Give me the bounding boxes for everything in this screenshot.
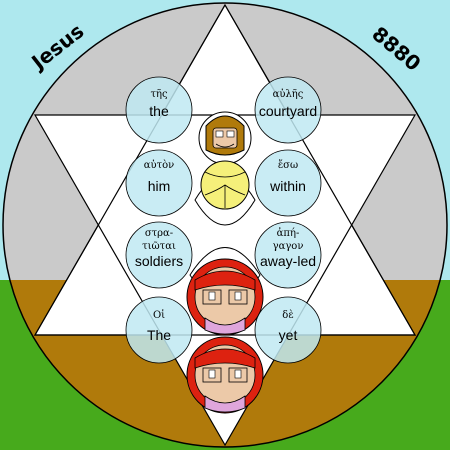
english-word: the — [149, 103, 169, 119]
soldier-figure-upper — [186, 258, 264, 336]
english-word: soldiers — [135, 253, 183, 269]
word-bubble-within: ἔσω within — [254, 149, 322, 217]
english-word: The — [147, 327, 171, 343]
greek-word: τῆς — [150, 89, 168, 100]
greek-word: ἀπή- — [277, 228, 300, 239]
english-word: yet — [279, 327, 298, 343]
greek-word: ἔσω — [278, 160, 298, 171]
word-bubble-the-subject: Οἱ The — [125, 296, 193, 364]
english-word: courtyard — [259, 103, 317, 119]
greek-word: αὐτὸν — [144, 160, 174, 171]
greek-word: δὲ — [282, 310, 293, 321]
greek-word: Οἱ — [153, 310, 165, 321]
greek-word: αὐλῆς — [273, 89, 304, 100]
soldier-figure-lower — [186, 336, 264, 414]
greek-word-cont: γαγον — [273, 241, 304, 252]
word-bubble-yet: δὲ yet — [254, 296, 322, 364]
english-word: away-led — [260, 253, 316, 269]
word-bubble-soldiers: στρα- τιῶται soldiers — [125, 221, 193, 289]
word-bubble-courtyard: αὐλῆς courtyard — [254, 76, 322, 144]
jesus-figure — [198, 111, 252, 165]
word-bubble-away-led: ἀπή- γαγον away-led — [254, 221, 322, 289]
word-bubble-the: τῆς the — [125, 76, 193, 144]
greek-word: στρα- — [145, 228, 173, 239]
english-word: him — [148, 178, 171, 194]
yellow-halo — [200, 160, 250, 210]
english-word: within — [269, 178, 306, 194]
greek-word-cont: τιῶται — [142, 241, 176, 252]
word-bubble-him: αὐτὸν him — [125, 149, 193, 217]
